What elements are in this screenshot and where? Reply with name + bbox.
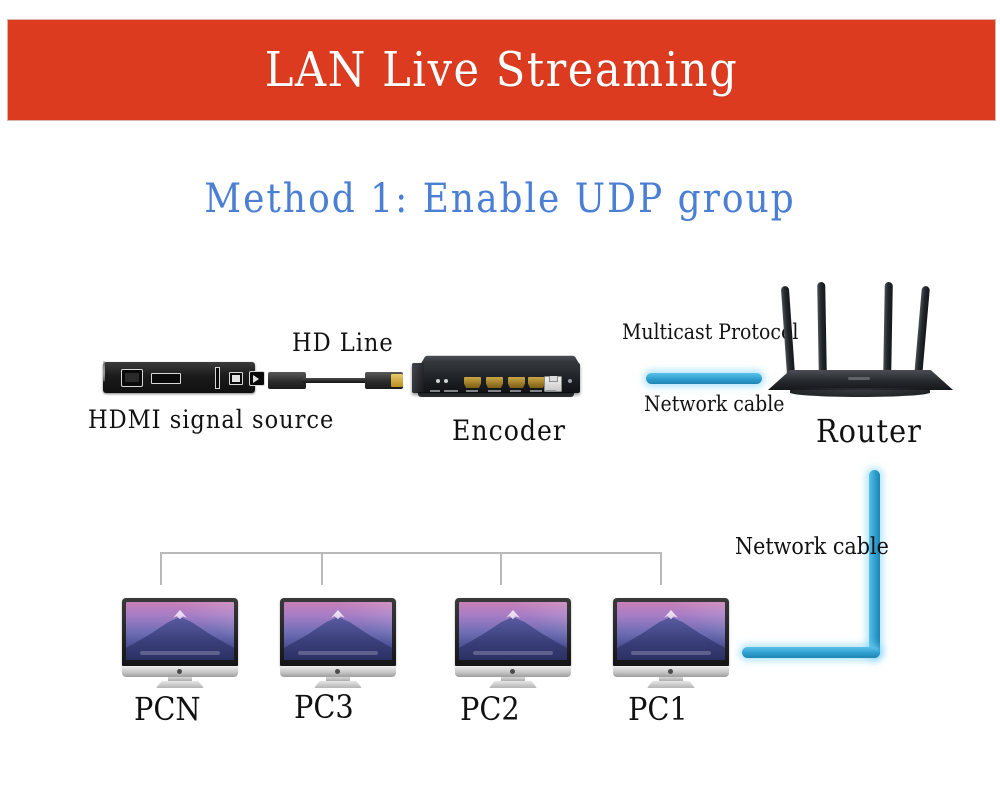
hdmi-signal-source-device [103,361,265,393]
computer-label-pc3: PC3 [294,688,354,726]
hd-line-label: HD Line [292,328,394,357]
monitor-screen [617,602,725,660]
computer-pc3 [280,598,396,688]
audio-jack-icon [103,361,105,382]
desktop-dock [140,651,220,655]
computer-pcn [122,598,238,688]
multicast-protocol-label: Multicast Protocol [622,320,799,344]
monitor-logo-icon [510,669,515,674]
computer-pc2 [455,598,571,688]
method-subtitle: Method 1: Enable UDP group [204,176,796,222]
hdmi-cable [268,371,403,390]
pc-bracket-drop-3 [500,552,502,585]
router-antenna-1-icon [780,285,796,379]
monitor-foot [314,681,362,688]
monitor-neck [168,677,192,682]
hdmi-source-label: HDMI signal source [88,405,335,434]
computer-pc1 [613,598,729,688]
desktop-dock [631,651,711,655]
sd-slot-icon [229,372,243,385]
title-banner: LAN Live Streaming [8,20,995,120]
router-device [768,278,953,397]
network-cable-vertical [869,470,880,658]
router-led-strip-icon [848,377,870,380]
monitor-logo-icon [668,669,673,674]
monitor-neck [659,677,683,682]
router-body [768,370,953,390]
panel-divider [215,367,220,389]
encoder-led-1-icon [436,379,440,383]
encoder-port-label-4 [488,390,501,392]
computer-label-pc1: PC1 [628,690,688,728]
monitor-foot [489,681,537,688]
hdmi-wire [302,378,370,383]
encoder-rj45-port-icon [544,376,562,392]
encoder-hdmi-port-2-icon [486,377,503,388]
wallpaper-snowcap [664,610,678,620]
router-antenna-3-icon [883,281,893,377]
router-antenna-4-icon [914,285,930,379]
network-cable-top-label: Network cable [644,392,785,416]
router-base [790,388,930,397]
monitor-screen [126,602,234,660]
network-cable-horizontal [742,647,880,658]
hdmi-port-icon [151,373,181,384]
encoder-hdmi-port-1-icon [464,377,481,388]
network-cable-encoder-to-router [646,373,762,384]
network-cable-right-label: Network cable [735,534,889,560]
encoder-device [412,353,580,400]
monitor-logo-icon [335,669,340,674]
monitor-logo-icon [177,669,182,674]
wallpaper-snowcap [506,610,520,620]
page-title: LAN Live Streaming [264,42,739,98]
encoder-base [418,392,574,397]
computer-label-pc2: PC2 [460,690,520,728]
pc-bracket-drop-4 [660,552,662,585]
hdmi-plug-left-icon [268,372,306,389]
monitor-foot [156,681,204,688]
encoder-hdmi-port-3-icon [508,377,525,388]
wallpaper-snowcap [173,610,187,620]
encoder-front-face [412,363,580,393]
router-antenna-2-icon [817,281,827,377]
encoder-port-label-3 [466,390,478,392]
hdmi-connector-right-icon [391,374,403,387]
encoder-port-label-7 [546,390,556,392]
encoder-left-bevel [412,363,424,393]
encoder-led-2-icon [444,379,448,383]
monitor-screen [284,602,392,660]
power-port-icon [249,371,265,386]
encoder-hdmi-port-4-icon [528,377,545,388]
wallpaper-snowcap [331,610,345,620]
pc-bracket-drop-1 [160,552,162,585]
encoder-port-label-6 [530,390,542,392]
encoder-port-label-5 [510,390,521,392]
desktop-dock [298,651,378,655]
computer-label-pcn: PCN [134,690,201,728]
monitor-screen [459,602,567,660]
encoder-power-led-icon [568,379,572,383]
pc-bracket-horizontal [160,552,662,554]
desktop-dock [473,651,553,655]
monitor-foot [647,681,695,688]
monitor-neck [501,677,525,682]
encoder-label: Encoder [452,414,566,447]
encoder-port-label-2 [444,390,458,392]
pc-bracket-drop-2 [321,552,323,585]
usb-port-icon [121,369,143,387]
router-label: Router [816,412,922,450]
monitor-neck [326,677,350,682]
encoder-port-label-1 [430,390,440,392]
